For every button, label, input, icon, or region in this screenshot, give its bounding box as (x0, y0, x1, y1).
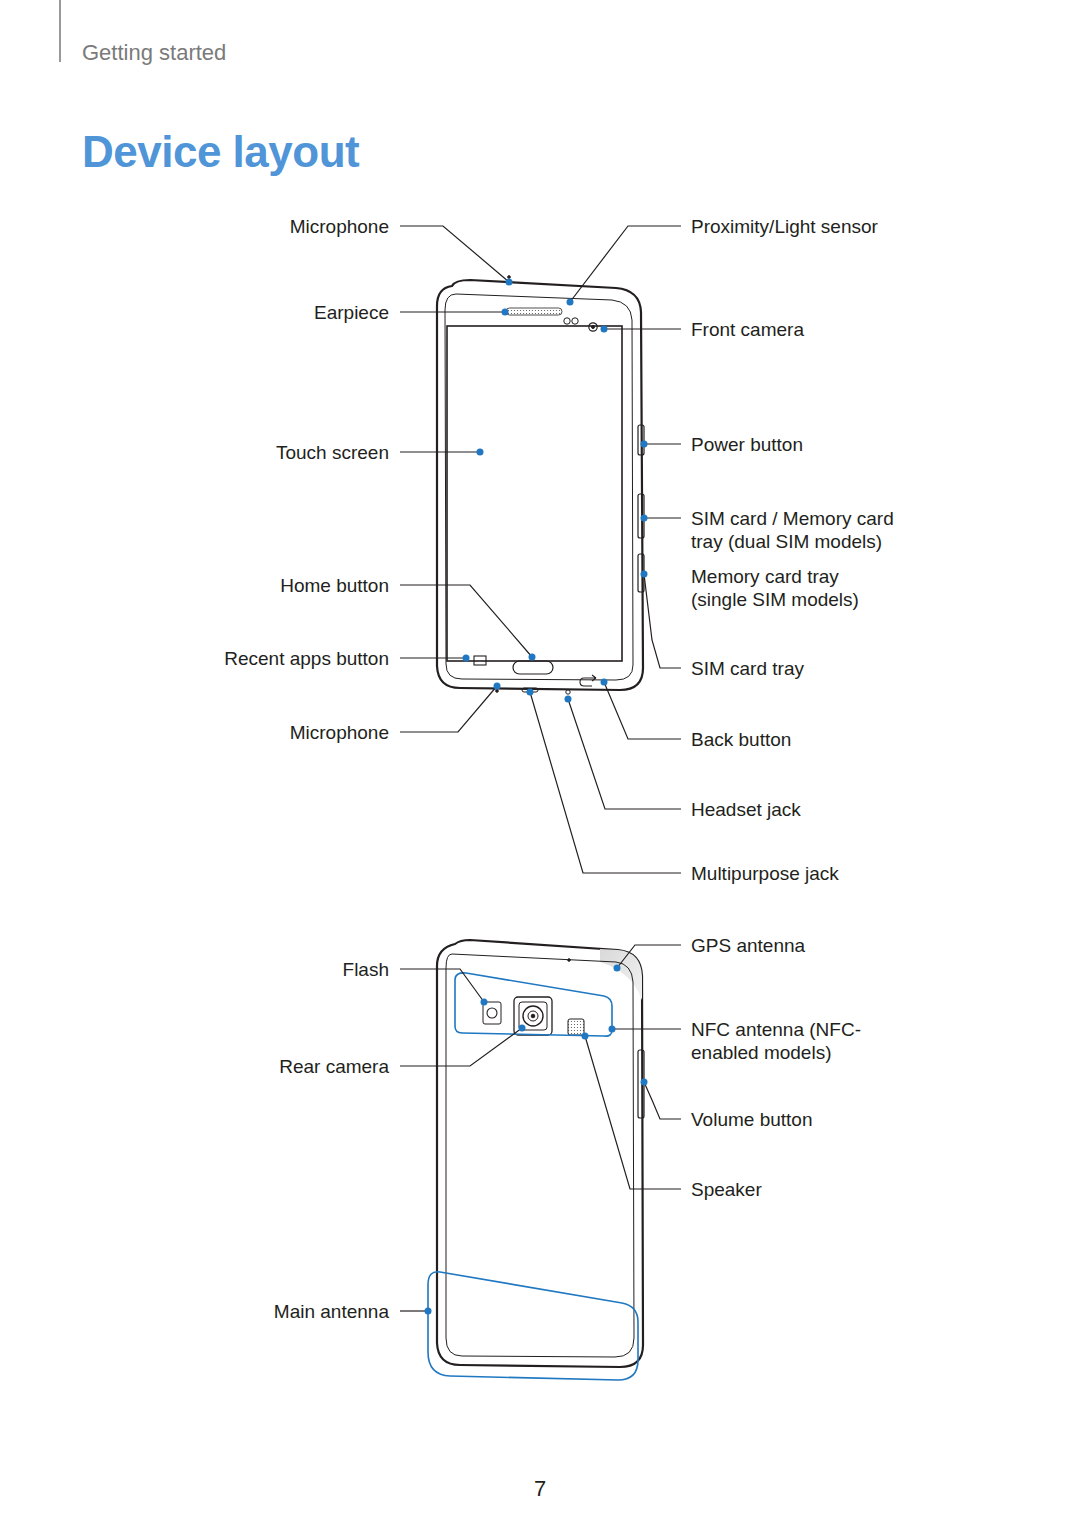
callout-label: SIM card tray (691, 657, 804, 680)
callout-label: Proximity/Light sensor (691, 215, 878, 238)
leader-lines (400, 226, 681, 1311)
callout-label: Flash (343, 958, 389, 981)
front-phone (437, 276, 644, 695)
callout-label: Earpiece (314, 301, 389, 324)
running-header: Getting started (82, 40, 226, 66)
callout-label: Power button (691, 433, 803, 456)
page-title: Device layout (82, 126, 359, 178)
callout-label: Memory card tray (single SIM models) (691, 565, 871, 611)
callout-label: Multipurpose jack (691, 862, 839, 885)
callout-label: SIM card / Memory card tray (dual SIM mo… (691, 507, 911, 553)
callout-label: Volume button (691, 1108, 812, 1131)
leader-dots (425, 279, 648, 1315)
callout-label: Microphone (290, 721, 389, 744)
nfc-antenna-outline (455, 973, 612, 1036)
callout-label: NFC antenna (NFC-enabled models) (691, 1018, 891, 1064)
header-rule (59, 0, 60, 62)
callout-label: Home button (280, 574, 389, 597)
callout-label: GPS antenna (691, 934, 805, 957)
callout-label: Touch screen (276, 441, 389, 464)
callout-label: Back button (691, 728, 791, 751)
page-number: 7 (534, 1476, 546, 1502)
callout-label: Main antenna (274, 1300, 389, 1323)
callout-label: Front camera (691, 318, 804, 341)
callout-label: Speaker (691, 1178, 762, 1201)
callout-label: Microphone (290, 215, 389, 238)
main-antenna-outline (428, 1272, 638, 1380)
callout-label: Recent apps button (224, 647, 389, 670)
callout-label: Headset jack (691, 798, 801, 821)
callout-label: Rear camera (279, 1055, 389, 1078)
rear-phone (437, 940, 644, 1367)
